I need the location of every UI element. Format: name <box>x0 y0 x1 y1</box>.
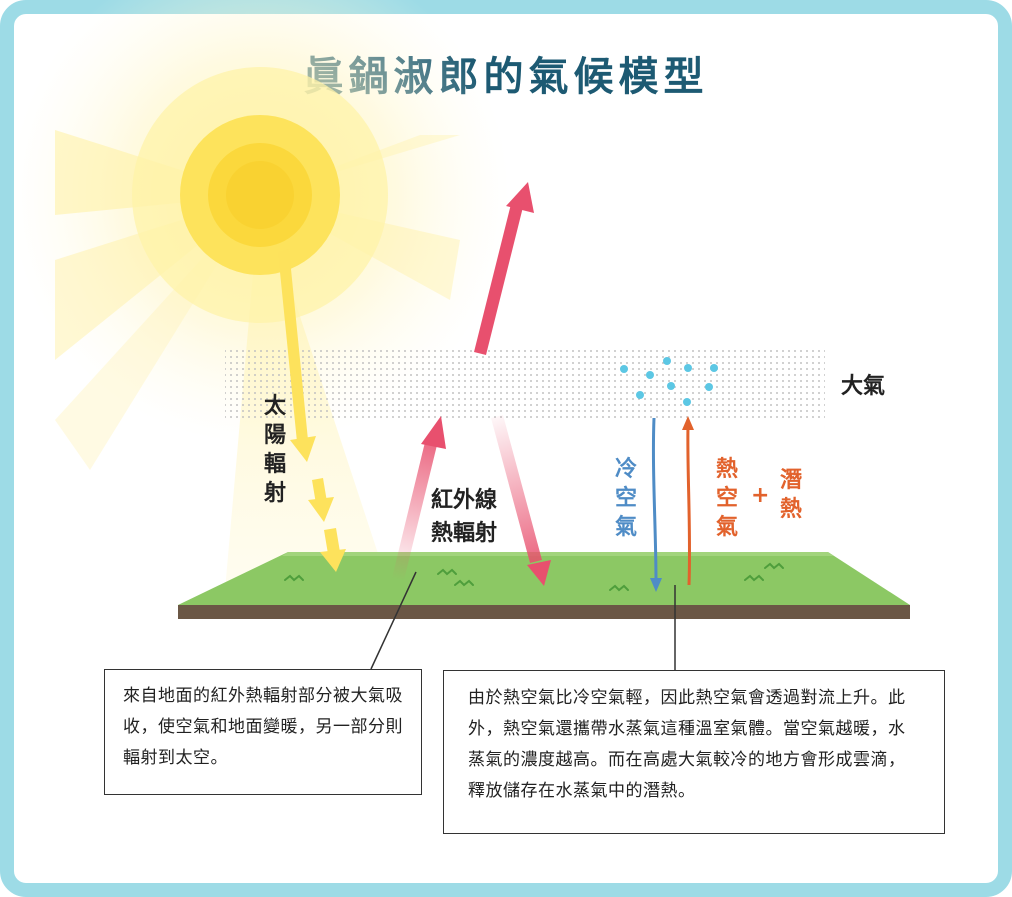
infrared-down-arrow <box>491 415 551 586</box>
cold-air-arrow <box>650 417 662 592</box>
latent-heat-label: 潛熱 <box>779 468 802 522</box>
infrared-up-arrow <box>392 416 446 580</box>
hot-air-label: 熱空氣 <box>715 457 738 540</box>
cold-air-label: 冷空氣 <box>614 457 637 540</box>
solar-radiation-arrow <box>278 249 346 572</box>
cloud-droplets <box>620 357 718 406</box>
plus-sign: + <box>751 483 770 508</box>
infrared-to-space-arrow <box>474 182 534 355</box>
infrared-label-line2: 熱輻射 <box>431 521 498 546</box>
convection-note: 由於熱空氣比冷空氣輕，因此熱空氣會透過對流上升。此外，熱空氣還攜帶水蒸氣這種溫室… <box>443 670 945 834</box>
solar-radiation-label: 太陽輻射 <box>263 394 286 506</box>
infrared-label-line1: 紅外線 <box>431 488 498 513</box>
atmosphere-label: 大氣 <box>841 374 886 399</box>
atmosphere-band <box>225 350 825 418</box>
sun <box>132 67 388 323</box>
grass-tufts <box>284 562 784 592</box>
left-callout-line <box>370 571 417 670</box>
ground-radiation-note: 來自地面的紅外熱輻射部分被大氣吸收，使空氣和地面變暖，另一部分則輻射到太空。 <box>104 669 422 795</box>
hot-air-arrow <box>682 416 694 586</box>
